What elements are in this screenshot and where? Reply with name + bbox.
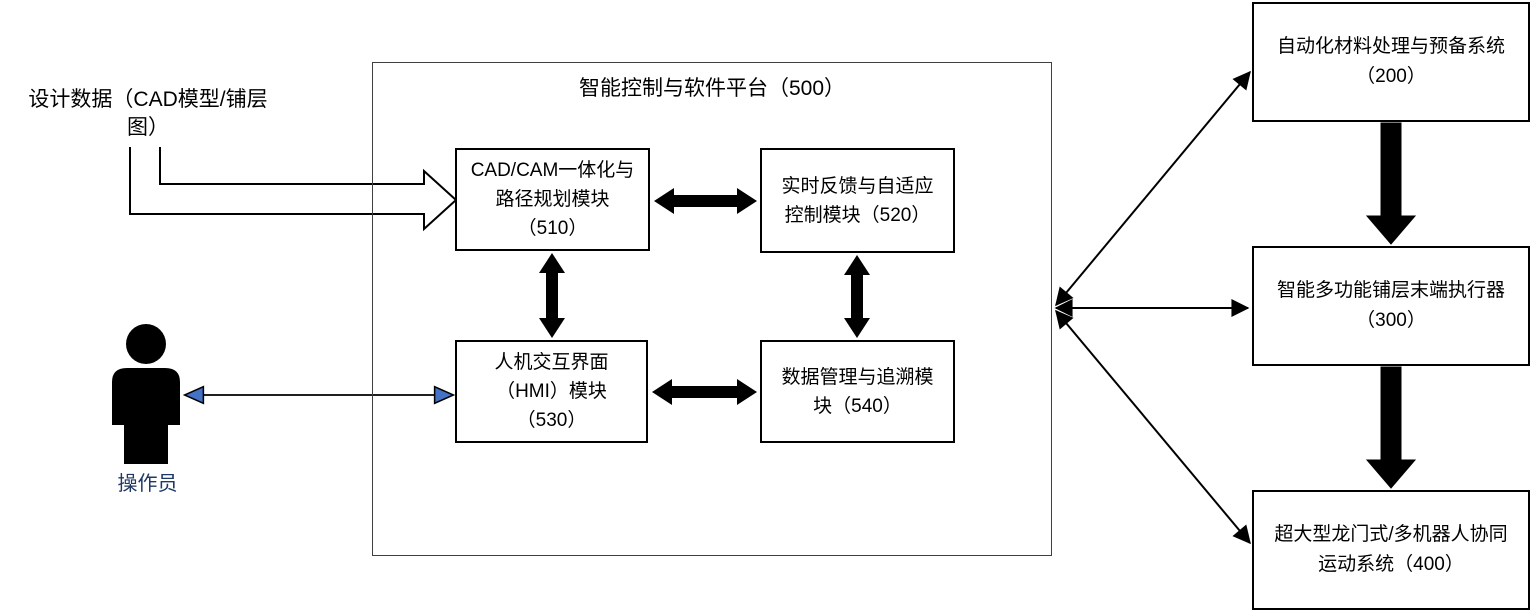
system-400-box: 超大型龙门式/多机器人协同 运动系统（400） <box>1252 490 1530 610</box>
arrow-300-400 <box>1365 366 1417 489</box>
platform-500-container <box>372 62 1052 556</box>
operator-label: 操作员 <box>117 473 178 495</box>
platform-500-title: 智能控制与软件平台（500） <box>578 77 846 100</box>
arrow-510-520 <box>654 188 757 214</box>
system-200-box: 自动化材料处理与预备系统 （200） <box>1252 2 1530 122</box>
arrow-platform-200 <box>1055 70 1251 307</box>
module-510-box: CAD/CAM一体化与 路径规划模块 （510） <box>455 148 650 251</box>
module-540-box: 数据管理与追溯模 块（540） <box>760 340 955 443</box>
arrow-510-530 <box>539 253 565 338</box>
arrow-platform-400 <box>1055 309 1251 545</box>
design-data-label: 设计数据（CAD模型/铺层 图） <box>28 88 268 139</box>
arrow-530-540 <box>652 379 757 405</box>
arrow-520-540 <box>844 255 870 338</box>
operator-icon <box>112 324 180 464</box>
module-520-box: 实时反馈与自适应 控制模块（520） <box>760 148 955 253</box>
module-530-box: 人机交互界面 （HMI）模块 （530） <box>455 340 648 443</box>
arrow-200-300 <box>1365 122 1417 245</box>
system-300-box: 智能多功能铺层末端执行器 （300） <box>1252 246 1530 366</box>
